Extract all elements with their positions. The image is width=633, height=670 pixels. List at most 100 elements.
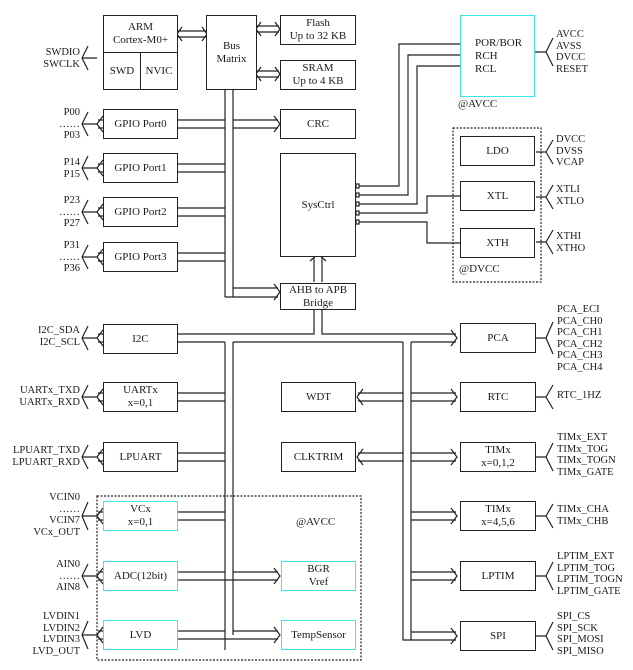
pin-label: AVSS (556, 40, 582, 52)
flash-label: Flash (306, 17, 330, 29)
lpuart-label: LPUART (119, 450, 162, 463)
crc-label: CRC (306, 117, 329, 130)
lpuart-block: LPUART (103, 442, 178, 472)
pin-label: PCA_CH3 (557, 350, 603, 361)
pin-label: UARTx_TXD (19, 385, 80, 396)
gpio-port3-label: GPIO Port3 (114, 250, 167, 263)
vref-label: Vref (308, 576, 329, 588)
pin-label: P31 (63, 240, 80, 251)
pin-label: P14 (63, 157, 80, 168)
rtc-label: RTC (487, 390, 509, 403)
tim012-pins: TIMx_EXT TIMx_TOG TIMx_TOGN TIMx_GATE (557, 432, 616, 478)
gpio-port2-pins: P23 …… P27 (40, 195, 80, 230)
debug-pins: SWDIO SWCLK (30, 47, 80, 70)
pin-label: DVSS (556, 145, 583, 157)
pin-label: SWCLK (43, 58, 80, 70)
lptim-block: LPTIM (460, 561, 536, 591)
gpio-port0-pins: P00 …… P03 (40, 107, 80, 142)
pin-label: RTC_1HZ (557, 390, 602, 401)
sram-label: SRAM (302, 62, 334, 74)
lptim-label: LPTIM (481, 569, 515, 582)
pin-label: AIN0 (56, 559, 80, 570)
pin-label: I2C_SDA (37, 325, 80, 336)
pin-label: PCA_CH4 (557, 361, 603, 373)
tim012-instances: x=0,1,2 (481, 457, 515, 469)
pin-label: TIMx_CHA (557, 504, 609, 515)
pin-label: VCIN0 (49, 492, 80, 503)
spi-block: SPI (460, 621, 536, 651)
clktrim-label: CLKTRIM (293, 450, 344, 463)
xth-block: XTH (460, 228, 535, 258)
uart-label: UARTx (123, 384, 158, 396)
flash-block: Flash Up to 32 KB (280, 15, 356, 45)
gpio-port3-block: GPIO Port3 (103, 242, 178, 272)
arm-label: ARM (127, 21, 154, 33)
pin-label: LVDIN1 (43, 611, 80, 622)
pin-label: XTLI (556, 184, 580, 195)
crc-block: CRC (280, 109, 356, 139)
pin-label: SPI_MISO (557, 645, 604, 657)
gpio-port1-block: GPIO Port1 (103, 153, 178, 183)
nvic-label: NVIC (145, 64, 173, 77)
pin-label: LPTIM_GATE (557, 585, 621, 597)
pin-label: XTHI (556, 231, 582, 242)
pin-label: LPUART_TXD (12, 445, 80, 456)
adc-pins: AIN0 …… AIN8 (10, 559, 80, 594)
pin-label: TIMx_GATE (557, 466, 614, 478)
pin-ellipsis: …… (59, 251, 80, 263)
analog-domain-label: @AVCC (296, 516, 336, 528)
rcl-label: RCL (475, 62, 497, 75)
gpio-port0-block: GPIO Port0 (103, 109, 178, 139)
gpio-port0-label: GPIO Port0 (114, 117, 167, 130)
por-bor-label: POR/BOR (475, 36, 523, 49)
gpio-port1-label: GPIO Port1 (114, 161, 167, 174)
pin-label: P23 (63, 195, 80, 206)
flash-size: Up to 32 KB (289, 30, 347, 42)
bridge-line1: AHB to APB (288, 283, 348, 296)
sysctrl-label: SysCtrl (301, 198, 335, 211)
tim012-label: TIMx (485, 444, 511, 456)
pin-ellipsis: …… (59, 206, 80, 218)
i2c-label: I2C (132, 332, 149, 345)
pin-label: SWDIO (45, 47, 80, 58)
swd-block: SWD (103, 52, 141, 90)
pin-label: VCIN7 (49, 515, 80, 526)
pin-label: TIMx_CHB (557, 515, 609, 527)
tempsensor-label: TempSensor (291, 628, 346, 641)
gpio-port3-pins: P31 …… P36 (40, 240, 80, 275)
pin-label: LVDIN3 (43, 634, 80, 645)
pin-label: DVCC (556, 134, 586, 145)
pin-label: I2C_SCL (39, 336, 80, 348)
adc-label: ADC(12bit) (113, 569, 168, 582)
vcx-block: VCx x=0,1 (103, 501, 178, 531)
swd-label: SWD (109, 64, 135, 77)
xth-pins: XTHI XTHO (556, 231, 585, 254)
vcx-label: VCx (130, 503, 151, 515)
wdt-label: WDT (305, 390, 332, 403)
pin-label: LPUART_RXD (12, 456, 80, 468)
pca-pins: PCA_ECI PCA_CH0 PCA_CH1 PCA_CH2 PCA_CH3 … (557, 304, 603, 373)
pin-label: TIMx_TOG (557, 443, 609, 455)
pin-label: PCA_CH1 (557, 327, 603, 338)
pin-ellipsis: …… (59, 118, 80, 130)
rtc-block: RTC (460, 382, 536, 412)
pin-label: P27 (63, 218, 80, 229)
pin-label: PCA_CH2 (557, 338, 603, 350)
ldo-pins: DVCC DVSS VCAP (556, 134, 585, 169)
tim012-block: TIMx x=0,1,2 (460, 442, 536, 472)
lpuart-pins: LPUART_TXD LPUART_RXD (0, 445, 80, 468)
rch-label: RCH (475, 49, 498, 62)
lvd-pins: LVDIN1 LVDIN2 LVDIN3 LVD_OUT (10, 611, 80, 657)
rtc-pins: RTC_1HZ (557, 390, 601, 402)
adc-block: ADC(12bit) (103, 561, 178, 591)
wdt-block: WDT (281, 382, 356, 412)
sram-block: SRAM Up to 4 KB (280, 60, 356, 90)
tim456-label: TIMx (485, 503, 511, 515)
pin-label: LPTIM_TOG (557, 562, 616, 574)
gpio-port2-block: GPIO Port2 (103, 197, 178, 227)
pin-label: TIMx_TOGN (557, 455, 616, 466)
pin-label: AVCC (556, 29, 584, 40)
pin-ellipsis: …… (59, 570, 80, 582)
lvd-label: LVD (129, 628, 152, 641)
bgr-label: BGR (307, 563, 330, 575)
